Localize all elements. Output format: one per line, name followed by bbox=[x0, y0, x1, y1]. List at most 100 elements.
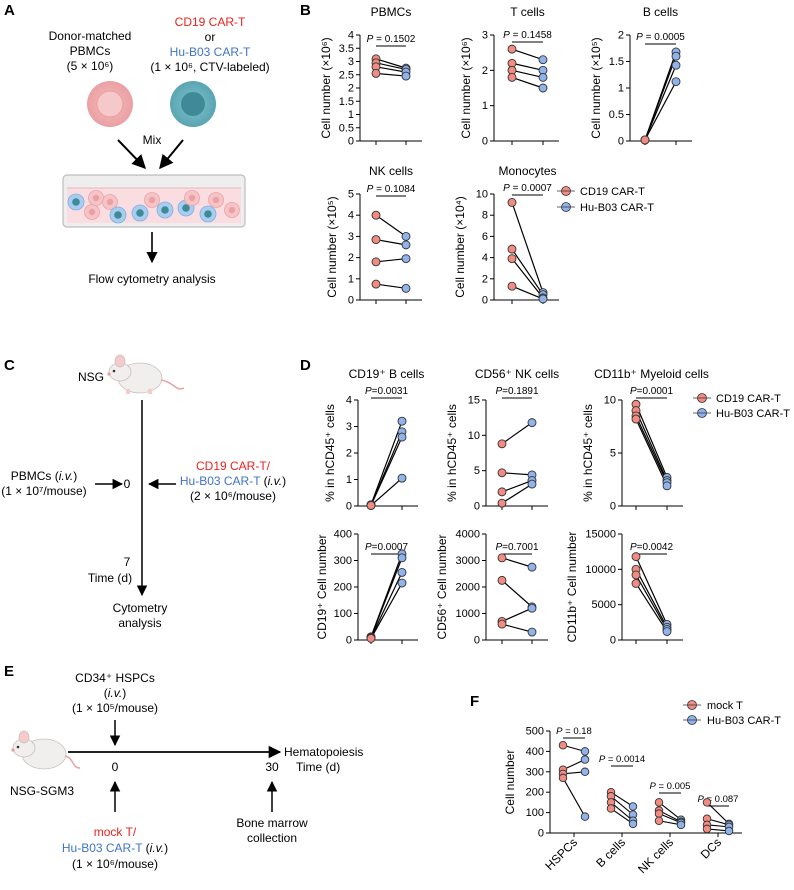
pair-line bbox=[511, 48, 544, 61]
y-tick-label: 6 bbox=[482, 231, 488, 243]
panel-label-b: B bbox=[300, 2, 311, 19]
pair-line bbox=[635, 418, 668, 487]
data-point-hub03 bbox=[397, 567, 407, 577]
p-value: P = 0.1458 bbox=[503, 30, 552, 41]
data-point-cd19 bbox=[507, 72, 517, 82]
p-value: P = 0.1502 bbox=[367, 34, 416, 45]
panel-label-c: C bbox=[4, 357, 15, 374]
y-axis-label: Cell number bbox=[503, 750, 517, 815]
chart-title: CD19⁺ B cells bbox=[349, 367, 425, 381]
dish-cell-nucleus bbox=[204, 210, 212, 218]
dish-cell-nucleus bbox=[212, 196, 220, 204]
chart-title: CD11b⁺ Myeloid cells bbox=[594, 367, 709, 381]
y-tick-label: 2 bbox=[348, 83, 354, 95]
p-value: P = 0.1084 bbox=[367, 184, 416, 195]
data-point-mock bbox=[606, 804, 616, 813]
p-value: P=0.0031 bbox=[365, 386, 409, 397]
data-point-hub03 bbox=[527, 603, 537, 613]
pair-line bbox=[501, 579, 533, 608]
y-tick-label: 5 bbox=[474, 465, 480, 477]
pair-line bbox=[501, 422, 533, 445]
p-value: P=0.7001 bbox=[495, 542, 539, 553]
data-point-cd19 bbox=[497, 619, 507, 629]
time-label-c: Time (d) bbox=[88, 571, 132, 585]
x-tick-label: NK cells bbox=[635, 835, 676, 876]
hspc-l3: (1 × 10⁵/mouse) bbox=[72, 701, 158, 715]
dish-cell-nucleus bbox=[188, 194, 196, 202]
chart-title: NK cells bbox=[369, 164, 413, 178]
y-tick-label: 400 bbox=[334, 529, 352, 541]
data-point-mock bbox=[558, 773, 568, 783]
dish-cell-nucleus bbox=[72, 198, 80, 206]
data-point-cd19 bbox=[497, 498, 507, 508]
y-tick-label: 4 bbox=[482, 252, 488, 264]
data-point-cd19 bbox=[507, 44, 517, 54]
y-tick-label: 3.5 bbox=[339, 43, 354, 55]
data-point-hub03 bbox=[397, 416, 407, 426]
cart-c-dose: (2 × 10⁶/mouse) bbox=[190, 489, 276, 503]
hspc-l1: CD34⁺ HSPCs bbox=[75, 671, 155, 685]
pair-line bbox=[511, 69, 544, 78]
pair-line bbox=[706, 802, 730, 825]
y-axis-label: CD56⁺ Cell number bbox=[435, 534, 449, 639]
pair-line bbox=[635, 569, 668, 628]
mix-label: Mix bbox=[143, 133, 162, 147]
y-axis-label: % in hCD45⁺ cells bbox=[445, 404, 459, 502]
data-point-hub03 bbox=[628, 819, 638, 829]
y-tick-label: 0.5 bbox=[339, 122, 354, 134]
pair-line bbox=[511, 285, 544, 300]
y-tick-label: 2000 bbox=[456, 582, 480, 594]
legend-b-hub03: Hu-B03 CAR-T bbox=[580, 202, 654, 214]
pbmc-label-line2: PBMCs bbox=[70, 44, 111, 58]
data-point-hub03 bbox=[397, 432, 407, 442]
pair-line bbox=[658, 801, 682, 821]
y-tick-label: 2 bbox=[482, 65, 488, 77]
y-tick-label: 2 bbox=[348, 252, 354, 264]
pair-line bbox=[375, 66, 407, 73]
data-point-cd19 bbox=[631, 579, 641, 588]
legend-f-mock: mock T bbox=[707, 700, 743, 712]
y-tick-label: 0 bbox=[348, 295, 354, 307]
data-point-hub03 bbox=[401, 283, 411, 293]
pair-line bbox=[644, 81, 677, 141]
y-tick-label: 100 bbox=[334, 608, 352, 620]
p-value: P=0.0042 bbox=[630, 542, 674, 553]
panel-c: C NSG PBMCs (i.v.) (1 × 10⁷/mouse) 0 CD1… bbox=[1, 354, 286, 630]
y-axis-label: CD19⁺ Cell number bbox=[315, 534, 329, 639]
data-point-cd19 bbox=[371, 279, 381, 289]
hematopoiesis-label: Hematopoiesis bbox=[284, 745, 363, 759]
pair-line bbox=[375, 62, 407, 71]
pair-line bbox=[635, 556, 668, 625]
data-point-mock bbox=[702, 798, 712, 807]
cart-c-cd19: CD19 CAR-T/ bbox=[196, 459, 271, 473]
data-point-hub03 bbox=[397, 578, 407, 588]
pair-line bbox=[511, 258, 544, 299]
panel-label-d: D bbox=[300, 357, 311, 374]
pair-line bbox=[635, 583, 668, 632]
data-point-mock bbox=[654, 816, 664, 826]
x-tick-label: HSPCs bbox=[542, 835, 580, 873]
data-point-hub03 bbox=[401, 240, 411, 250]
dish-cell-nucleus bbox=[136, 209, 144, 217]
pair-line bbox=[501, 483, 533, 504]
pair-line bbox=[375, 238, 407, 246]
p-value: P = 0.18 bbox=[556, 726, 592, 737]
y-tick-label: 300 bbox=[334, 555, 352, 567]
data-point-mock bbox=[558, 741, 568, 750]
pair-line bbox=[501, 557, 533, 568]
dish-cell-nucleus bbox=[114, 211, 122, 219]
dish-cell-nucleus bbox=[106, 198, 114, 206]
e-t30: 30 bbox=[265, 760, 279, 774]
flow-label: Flow cytometry analysis bbox=[88, 272, 215, 286]
nsg-sgm3-label: NSG-SGM3 bbox=[10, 784, 74, 798]
y-tick-label: 10 bbox=[476, 189, 488, 201]
data-point-hub03 bbox=[662, 627, 672, 636]
pair-line bbox=[644, 64, 677, 141]
data-point-mock bbox=[654, 798, 664, 807]
y-tick-label: 1 bbox=[482, 100, 488, 112]
data-point-cd19 bbox=[497, 468, 507, 478]
